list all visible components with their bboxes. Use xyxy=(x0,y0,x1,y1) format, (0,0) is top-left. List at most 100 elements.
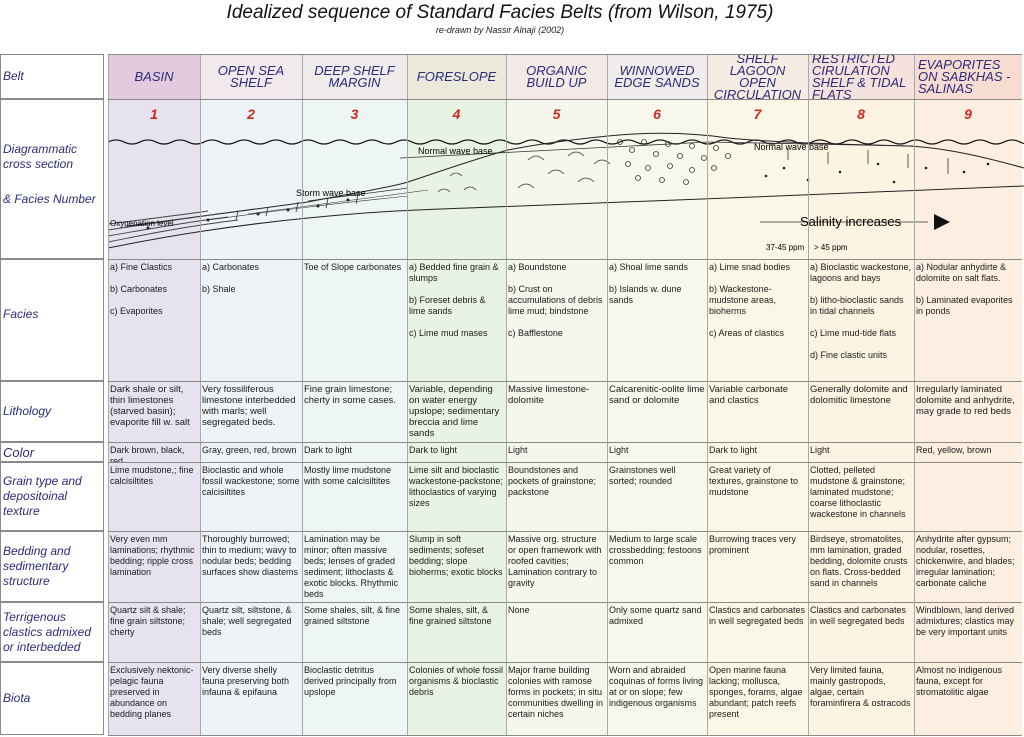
label-box-bedding xyxy=(0,531,104,602)
header-background xyxy=(607,54,707,99)
row-label-belt: Belt xyxy=(3,69,24,83)
cell-biota: Exclusively nektonic-pelagic fauna prese… xyxy=(110,665,194,719)
belt-name: RESTRICTED CIRULATION SHELF & TIDAL FLAT… xyxy=(812,51,907,102)
row-label-terrigenous: Terrigenous clastics admixed or interbed… xyxy=(3,609,92,654)
row-divider xyxy=(108,54,1022,55)
row-divider xyxy=(108,662,1022,663)
column-divider xyxy=(607,54,608,735)
salinity-arrow-head xyxy=(934,214,950,230)
cell-lithology: Dark shale or silt, thin limestones (sta… xyxy=(110,384,190,428)
header-background xyxy=(808,54,914,99)
column-divider xyxy=(407,54,408,735)
cell-terrigenous: Clastics and carbonates in well segregat… xyxy=(810,605,907,626)
belt-name: FORESLOPE xyxy=(416,69,497,84)
label-box-color xyxy=(0,442,104,462)
cell-biota: Very limited fauna, mainly gastropods, a… xyxy=(810,665,911,708)
facies-number: 4 xyxy=(452,106,461,122)
cell-biota: Colonies of whole fossil organisms & bio… xyxy=(409,665,504,697)
row-label-facies: Facies xyxy=(3,306,39,321)
cell-grain: Lime mudstone,; fine calcisiltites xyxy=(110,465,194,486)
cell-biota: Major frame building colonies with ramos… xyxy=(508,665,604,719)
cell-grain: Bioclastic and whole fossil wackestone; … xyxy=(202,465,300,497)
cell-lithology: Massive limestone-dolomite xyxy=(508,384,590,406)
row-divider xyxy=(108,735,1022,736)
label-box-biota xyxy=(0,662,104,735)
cell-terrigenous: Only some quartz sand admixed xyxy=(609,605,702,626)
cell-color: Red, yellow, brown xyxy=(916,445,992,455)
row-divider xyxy=(108,99,1022,100)
belt-name: SHELF LAGOON OPEN CIRCULATION xyxy=(713,51,802,102)
row-label-color: Color xyxy=(3,444,35,460)
header-background xyxy=(407,54,506,99)
column-divider xyxy=(914,54,915,735)
cell-bedding: Very even mm laminations; rhythmic beddi… xyxy=(110,534,195,577)
cell-facies: a) Shoal lime sands b) Islands w. dune s… xyxy=(609,262,689,305)
column-background xyxy=(407,54,506,735)
column-divider xyxy=(707,54,708,735)
cell-biota: Bioclastic detritus derived principally … xyxy=(304,665,397,697)
cell-color: Dark to light xyxy=(304,445,353,455)
cell-bedding: Lamination may be minor; often massive b… xyxy=(304,534,399,599)
row-label-lithology: Lithology xyxy=(3,404,52,418)
cell-color: Light xyxy=(609,445,629,455)
cell-terrigenous: Quartz silt & shale; fine grain siltston… xyxy=(110,605,186,637)
cell-facies: a) Bedded fine grain & slumps b) Foreset… xyxy=(409,262,499,338)
column-divider xyxy=(808,54,809,735)
belt-name: WINNOWED EDGE SANDS xyxy=(614,63,700,90)
label-box-lithology xyxy=(0,381,104,442)
figure-subtitle: re-drawn by Nassir Alnaji (2002) xyxy=(435,25,565,35)
platform-base xyxy=(108,185,1024,249)
belt-name: ORGANIC BUILD UP xyxy=(526,63,587,90)
row-label-biota: Biota xyxy=(3,691,31,705)
diagrammatic-cross-section: Normal wave base Normal wave base Storm … xyxy=(108,132,1024,252)
cell-lithology: Variable, depending on water energy upsl… xyxy=(409,384,500,439)
cell-biota: Almost no indigenous fauna, except for s… xyxy=(916,665,1003,697)
cell-lithology: Very fossiliferous limestone interbedded… xyxy=(202,384,296,428)
platform-top xyxy=(127,132,1024,227)
cell-terrigenous: Clastics and carbonates in well segregat… xyxy=(709,605,806,626)
cell-color: Dark to light xyxy=(709,445,758,455)
cell-lithology: Generally dolomite and dolomitic limesto… xyxy=(810,384,908,406)
belt-name: EVAPORITES ON SABKHAS - SALINAS xyxy=(918,57,1011,96)
row-divider xyxy=(108,531,1022,532)
buildup-arcs xyxy=(437,151,611,193)
basin-clastic-lines xyxy=(108,210,239,243)
column-background xyxy=(200,54,302,735)
cell-grain: Lime silt and bioclastic wackestone-pack… xyxy=(409,465,504,508)
cell-bedding: Massive org. structure or open framework… xyxy=(508,534,602,588)
facies-number: 9 xyxy=(964,106,972,122)
label-normal-wave-base: Normal wave base xyxy=(418,146,493,156)
cell-color: Dark brown, black, red xyxy=(110,445,185,462)
row-label-facies-number: & Facies Number xyxy=(3,191,96,206)
row-label-bedding: Bedding and sedimentary structure xyxy=(3,544,71,588)
facies-number: 7 xyxy=(753,106,762,122)
row-divider xyxy=(108,442,1022,443)
cell-bedding: Slump in soft sediments; sofeset bedding… xyxy=(409,534,503,577)
facies-number: 2 xyxy=(247,106,255,122)
cell-facies: Toe of Slope carbonates xyxy=(304,262,402,272)
cell-terrigenous: Quartz silt, siltstone, & shale; well se… xyxy=(202,605,292,637)
slope-markers xyxy=(235,148,949,221)
sea-surface xyxy=(108,139,1024,145)
cell-grain xyxy=(914,462,1022,531)
cell-facies: a) Nodular anhydirte & dolomite on salt … xyxy=(916,262,1013,316)
column-background xyxy=(506,54,607,735)
cell-color: Dark to light xyxy=(409,445,458,455)
row-label-cross-section: Diagrammatic cross section xyxy=(3,142,78,171)
cell-bedding: Thoroughly burrowed; thin to medium; wav… xyxy=(202,534,299,577)
label-salinity: Salinity increases xyxy=(800,214,902,229)
cell-color: Gray, green, red, brown xyxy=(202,445,297,455)
label-box-terrigenous xyxy=(0,602,104,662)
column-background xyxy=(808,54,914,735)
column-divider xyxy=(506,54,507,735)
cell-grain: Grainstones well sorted; rounded xyxy=(609,465,676,486)
cell-terrigenous: Some shales, silt, & fine grained siltst… xyxy=(409,605,492,626)
row-label-grain: Grain type and depositoinal texture xyxy=(3,474,82,518)
column-divider xyxy=(302,54,303,735)
facies-number: 5 xyxy=(552,106,561,122)
cell-facies: a) Carbonates b) Shale xyxy=(202,262,260,294)
row-divider xyxy=(108,381,1022,382)
label-oxygenation-level: Oxygenation level xyxy=(110,219,174,228)
column-divider xyxy=(200,54,201,735)
header-background xyxy=(506,54,607,99)
